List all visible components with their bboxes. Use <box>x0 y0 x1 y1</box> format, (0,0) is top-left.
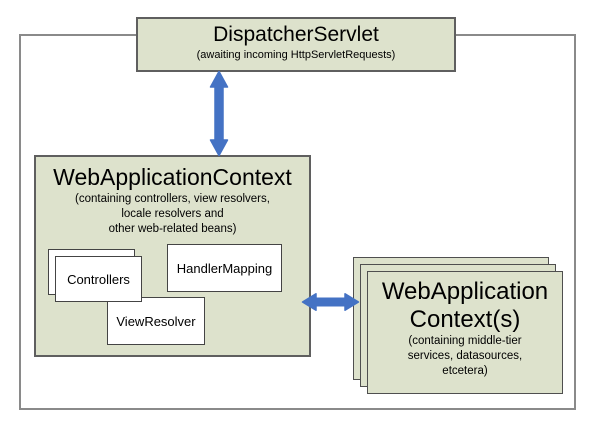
handler-mapping-box: HandlerMapping <box>167 244 282 292</box>
middle-tier-context-title-line-2: Context(s) <box>409 306 521 333</box>
middle-tier-context-subtitle-line-1: (containing middle-tier <box>408 335 522 347</box>
view-resolver-label: ViewResolver <box>116 313 196 329</box>
dispatcher-servlet-title: DispatcherServlet <box>213 23 379 46</box>
view-resolver-box: ViewResolver <box>107 297 205 345</box>
middle-tier-context-subtitle-line-3: etcetera) <box>442 365 488 377</box>
web-application-context-subtitle-line-2: locale resolvers and <box>121 208 224 220</box>
dispatcher-servlet-subtitle: (awaiting incoming HttpServletRequests) <box>196 49 396 61</box>
middle-tier-context-subtitle-line-2: services, datasources, <box>407 350 523 362</box>
controllers-box: Controllers <box>55 256 142 302</box>
web-application-context-subtitle-line-1: (containing controllers, view resolvers, <box>75 193 270 205</box>
handler-mapping-label: HandlerMapping <box>176 260 273 276</box>
middle-tier-context-box: WebApplication Context(s) (containing mi… <box>367 271 563 394</box>
controllers-label: Controllers <box>67 271 130 287</box>
web-application-context-subtitle-line-3: other web-related beans) <box>108 223 237 235</box>
dispatcher-servlet-box: DispatcherServlet (awaiting incoming Htt… <box>136 17 456 72</box>
web-application-context-title: WebApplicationContext <box>53 164 292 190</box>
middle-tier-context-title-line-1: WebApplication <box>381 278 549 305</box>
